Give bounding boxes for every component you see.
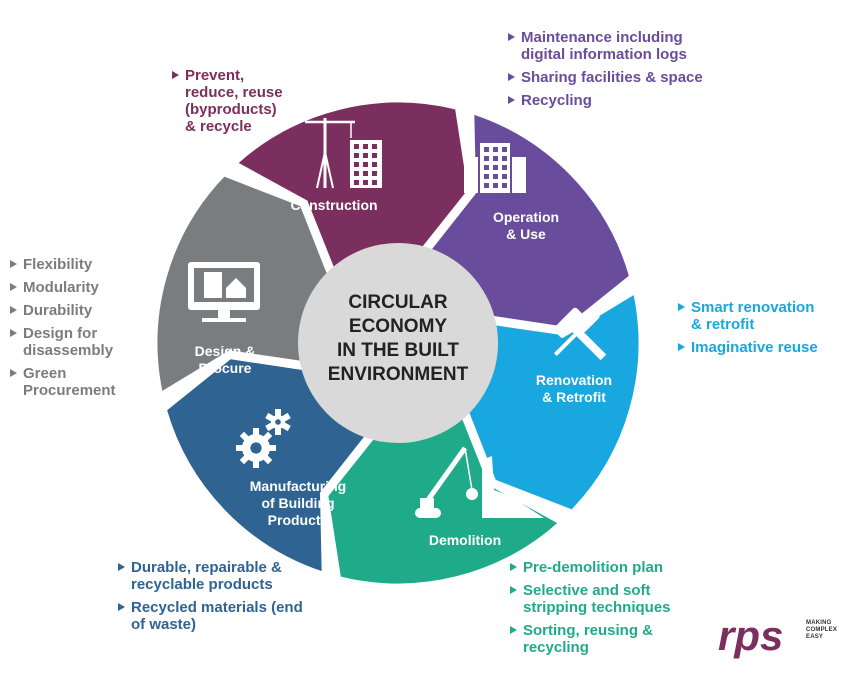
bullet-arrow-icon xyxy=(118,603,125,611)
bullet-text: Sharing facilities & space xyxy=(521,69,703,86)
bullet-text: Imaginative reuse xyxy=(691,339,818,356)
bullet-arrow-icon xyxy=(510,626,517,634)
segment-label-design: Procure xyxy=(199,360,252,376)
bullet-item: Flexibility xyxy=(10,256,150,273)
segment-label-manufacturing: Manufacturing xyxy=(250,478,346,494)
segment-label-design: Design & xyxy=(195,343,256,359)
bullet-arrow-icon xyxy=(510,586,517,594)
operation-bullets: Maintenance including digital informatio… xyxy=(508,29,738,115)
bullet-arrow-icon xyxy=(10,260,17,268)
bullet-text: Recycled materials (end of waste) xyxy=(131,599,303,633)
construction-bullets: Prevent, reduce, reuse (byproducts) & re… xyxy=(172,67,322,141)
segment-label-renovation: & Retrofit xyxy=(542,389,606,405)
bullet-text: Green Procurement xyxy=(23,365,116,399)
bullet-arrow-icon xyxy=(10,283,17,291)
hammer-screwdriver-icon xyxy=(553,307,607,361)
bullet-text: Pre-demolition plan xyxy=(523,559,664,576)
bullet-text: Selective and soft stripping techniques xyxy=(523,582,671,616)
demolition-crane-icon xyxy=(415,446,544,518)
bullet-text: Durability xyxy=(23,302,93,319)
logo-tagline-line: MAKING xyxy=(806,620,832,626)
bullet-item: Sharing facilities & space xyxy=(508,69,738,86)
center-title-line-1: CIRCULAR xyxy=(348,292,447,313)
bullet-item: Durability xyxy=(10,302,150,319)
bullet-text: Maintenance including digital informatio… xyxy=(521,29,687,63)
segment-label-operation: & Use xyxy=(506,226,546,242)
bullet-arrow-icon xyxy=(678,343,685,351)
bullet-item: Selective and soft stripping techniques xyxy=(510,582,710,616)
logo-tagline-line: COMPLEX xyxy=(806,627,838,633)
bullet-item: Imaginative reuse xyxy=(678,339,843,356)
segment-label-demolition: Demolition xyxy=(429,532,501,548)
center-title-line-4: ENVIRONMENT xyxy=(328,364,469,385)
crane-building-icon xyxy=(305,118,382,189)
bullet-text: Prevent, reduce, reuse (byproducts) & re… xyxy=(185,67,283,135)
computer-monitor-icon xyxy=(188,262,260,322)
segment-label-manufacturing: of Building xyxy=(261,495,334,511)
gears-icon xyxy=(236,409,291,468)
bullet-text: Durable, repairable & recyclable product… xyxy=(131,559,282,593)
bullet-item: Sorting, reusing & recycling xyxy=(510,622,710,656)
bullet-arrow-icon xyxy=(508,73,515,81)
bullet-item: Green Procurement xyxy=(10,365,150,399)
bullet-text: Sorting, reusing & recycling xyxy=(523,622,654,656)
bullet-item: Maintenance including digital informatio… xyxy=(508,29,738,63)
svg-text:rps: rps xyxy=(718,616,783,659)
bullet-text: Design for disassembly xyxy=(23,325,114,359)
bullet-item: Recycling xyxy=(508,92,738,109)
segment-label-manufacturing: Products xyxy=(268,512,329,528)
bullet-arrow-icon xyxy=(10,306,17,314)
segment-label-construction: Construction xyxy=(290,197,377,213)
bullet-item: Design for disassembly xyxy=(10,325,150,359)
bullet-arrow-icon xyxy=(118,563,125,571)
bullet-arrow-icon xyxy=(508,33,515,41)
logo-tagline-line: EASY xyxy=(806,634,824,640)
bullet-item: Smart renovation & retrofit xyxy=(678,299,843,333)
bullet-arrow-icon xyxy=(508,96,515,104)
bullet-arrow-icon xyxy=(678,303,685,311)
bullet-arrow-icon xyxy=(510,563,517,571)
center-title-line-3: IN THE BUILT xyxy=(337,340,459,361)
center-circle xyxy=(298,243,498,443)
bullet-text: Smart renovation & retrofit xyxy=(691,299,815,333)
bullet-text: Recycling xyxy=(521,92,592,109)
bullet-arrow-icon xyxy=(10,329,17,337)
center-title-line-2: ECONOMY xyxy=(349,316,448,337)
bullet-arrow-icon xyxy=(10,369,17,377)
bullet-item: Modularity xyxy=(10,279,150,296)
bullet-text: Flexibility xyxy=(23,256,93,273)
office-building-icon xyxy=(464,143,526,193)
bullet-item: Prevent, reduce, reuse (byproducts) & re… xyxy=(172,67,322,135)
rps-logo: rps MAKING COMPLEX EASY xyxy=(718,612,838,660)
bullet-arrow-icon xyxy=(172,71,179,79)
rps-logo-mark: rps xyxy=(718,612,783,659)
bullet-item: Durable, repairable & recyclable product… xyxy=(118,559,328,593)
bullet-text: Modularity xyxy=(23,279,99,296)
segment-label-operation: Operation xyxy=(493,209,559,225)
segment-label-renovation: Renovation xyxy=(536,372,612,388)
bullet-item: Pre-demolition plan xyxy=(510,559,710,576)
bullet-item: Recycled materials (end of waste) xyxy=(118,599,328,633)
manufacturing-bullets: Durable, repairable & recyclable product… xyxy=(118,559,328,639)
